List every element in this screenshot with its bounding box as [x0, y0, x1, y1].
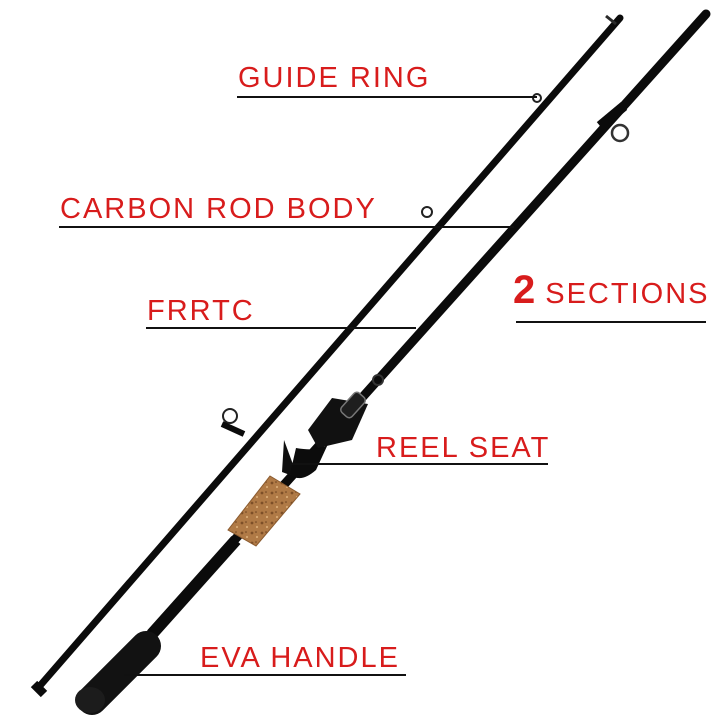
rod-section-1: [30, 14, 624, 698]
sections-word: SECTIONS: [545, 278, 710, 310]
sections-number: 2: [513, 268, 536, 312]
leader-line-frrtc: [146, 327, 416, 329]
guide-ring-icon: [532, 93, 542, 103]
guide-ring-icon: [421, 206, 433, 218]
reel-seat-icon: [282, 391, 368, 479]
label-eva-handle: EVA HANDLE: [200, 642, 400, 674]
eva-handle-icon: [75, 631, 161, 715]
leader-line-reel-seat: [290, 463, 548, 465]
leader-line-eva-handle: [124, 674, 406, 676]
ferrule-icon: [596, 102, 628, 130]
label-guide-ring: GUIDE RING: [238, 62, 431, 94]
guide-ring-icon: [222, 408, 238, 424]
guide-ring-icon: [372, 374, 384, 386]
underline-sections: [516, 321, 706, 323]
guide-ring-icon: [610, 123, 630, 143]
ferrule-icon: [220, 421, 246, 437]
label-reel-seat: REEL SEAT: [376, 432, 551, 464]
leader-line-guide-ring: [237, 96, 537, 98]
leader-line-carbon-rod-body: [59, 226, 514, 228]
label-frrtc: FRRTC: [147, 295, 255, 327]
cork-grip-icon: [227, 475, 301, 547]
label-carbon-rod-body: CARBON ROD BODY: [60, 193, 377, 225]
label-sections: 2 SECTIONS: [513, 270, 710, 310]
rod-section-2: [75, 9, 711, 715]
tip-top-icon: [605, 14, 617, 26]
